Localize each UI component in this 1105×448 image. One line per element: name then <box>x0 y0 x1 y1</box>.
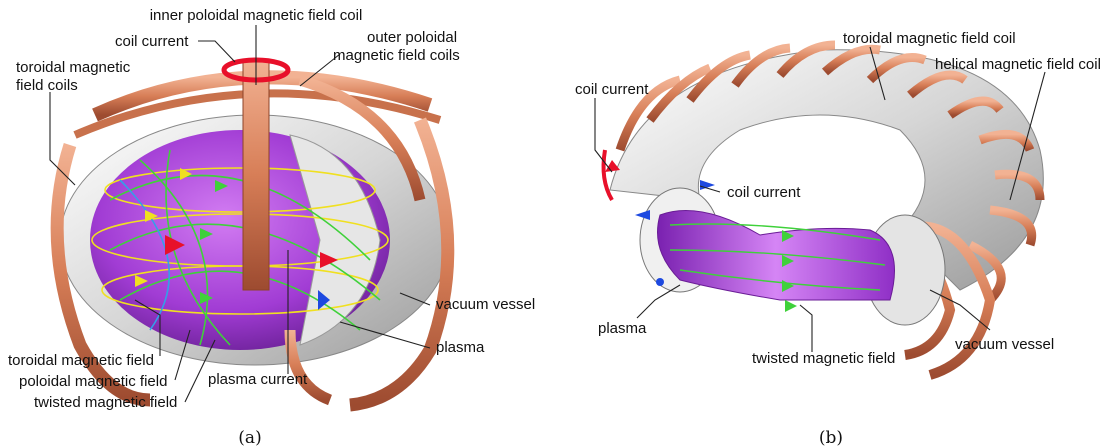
label-plasma-a: plasma <box>436 339 485 356</box>
label-vacuum-vessel-a: vacuum vessel <box>436 296 535 313</box>
caption-b: (b) <box>819 428 843 448</box>
label-coil-current-b-mid: coil current <box>727 184 801 201</box>
label-outer-poloidal-2: magnetic field coils <box>333 47 460 64</box>
label-inner-poloidal-coil: inner poloidal magnetic field coil <box>150 7 363 24</box>
label-twisted-field-a: twisted magnetic field <box>34 394 177 411</box>
label-toroidal-coil-b: toroidal magnetic field coil <box>843 30 1016 47</box>
label-coil-current-a: coil current <box>115 33 189 50</box>
label-outer-poloidal-1: outer poloidal <box>367 29 457 46</box>
label-coil-current-b-top: coil current <box>575 81 649 98</box>
label-plasma-current: plasma current <box>208 371 308 388</box>
label-toroidal-field: toroidal magnetic field <box>8 352 154 369</box>
label-helical-coil: helical magnetic field coil <box>935 56 1101 73</box>
label-twisted-field-b: twisted magnetic field <box>752 350 895 367</box>
central-solenoid <box>243 60 269 290</box>
caption-a: (a) <box>238 428 261 448</box>
label-plasma-b: plasma <box>598 320 647 337</box>
label-toroidal-coils-2: field coils <box>16 77 78 94</box>
coil-current-ring-b <box>604 150 612 200</box>
label-poloidal-field: poloidal magnetic field <box>19 373 167 390</box>
label-toroidal-coils-1: toroidal magnetic <box>16 59 131 76</box>
label-vacuum-vessel-b: vacuum vessel <box>955 336 1054 353</box>
stellarator-illustration <box>604 45 1044 375</box>
